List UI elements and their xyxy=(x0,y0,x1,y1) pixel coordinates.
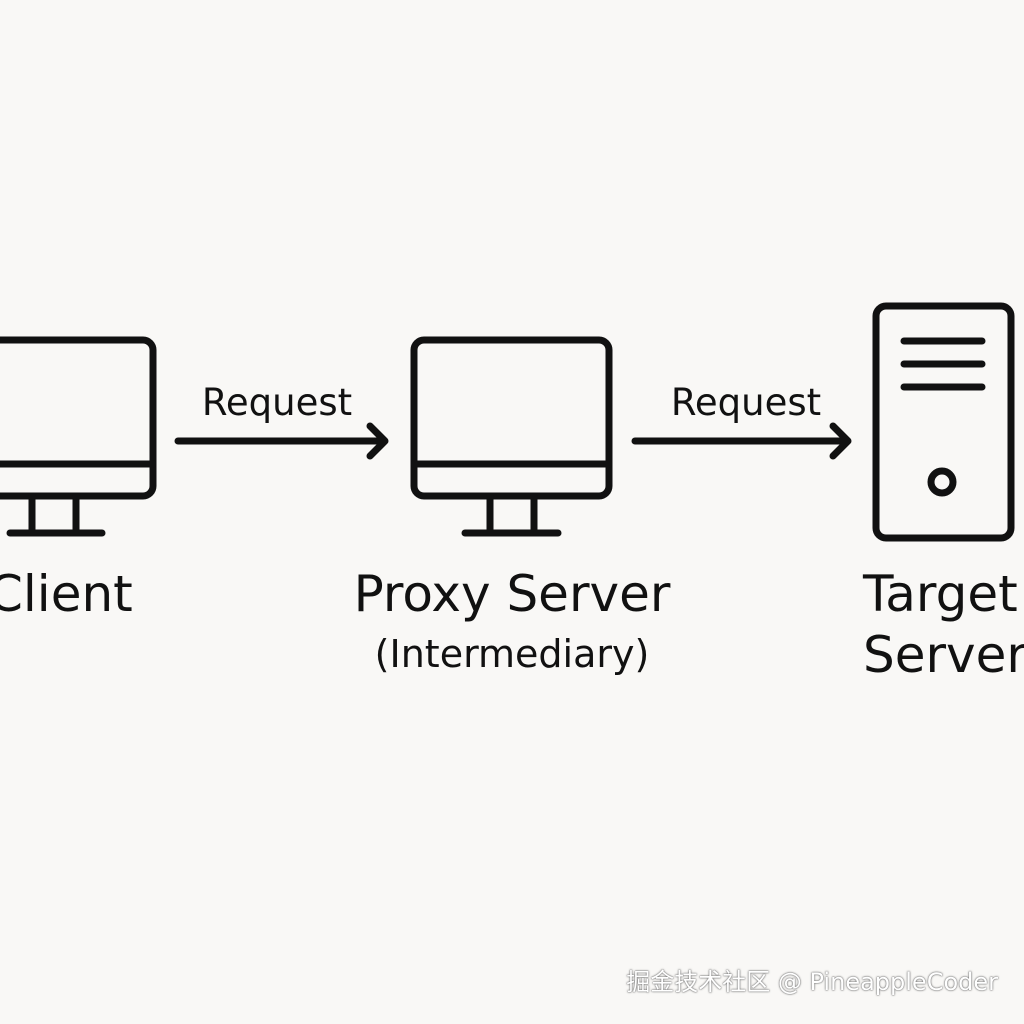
node-label-proxy-subtitle: (Intermediary) xyxy=(374,632,650,676)
edge-label-proxy-target: Request xyxy=(670,381,822,424)
watermark-text: 掘金技术社区 @ PineappleCoder xyxy=(626,968,998,996)
edge-arrow-proxy-target xyxy=(631,422,852,460)
edge-label-client-proxy: Request xyxy=(201,381,353,424)
arrow-head xyxy=(829,422,852,460)
proxy-monitor-icon xyxy=(410,336,613,537)
server-tower-body xyxy=(872,302,1015,542)
edge-arrow-client-proxy xyxy=(174,422,389,460)
client-monitor-screen xyxy=(0,336,157,500)
target-server-tower-icon xyxy=(872,302,1015,542)
client-monitor-icon xyxy=(0,336,157,537)
node-label-target-line1: Target xyxy=(863,565,1018,623)
node-label-target-line2: Server xyxy=(863,626,1024,684)
server-tower-power-button xyxy=(927,467,957,497)
node-label-client: Client xyxy=(0,565,133,623)
node-label-proxy-title: Proxy Server xyxy=(353,565,671,623)
proxy-monitor-screen xyxy=(410,336,613,500)
arrow-head xyxy=(366,422,389,460)
